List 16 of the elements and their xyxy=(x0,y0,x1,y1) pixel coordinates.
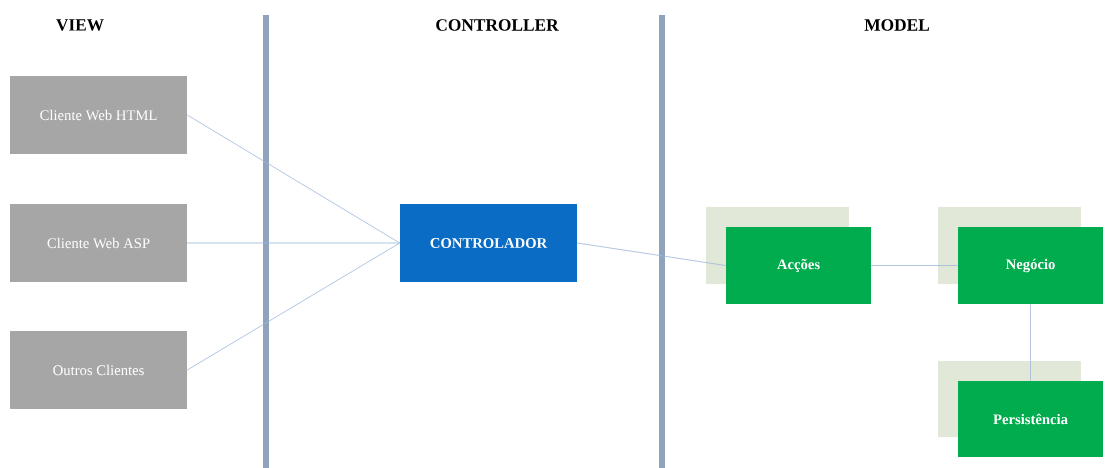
connector-line xyxy=(186,114,401,244)
client-box: Outros Clientes xyxy=(10,331,187,409)
connector-line xyxy=(1030,303,1031,382)
connector-line xyxy=(870,265,959,266)
section-heading: VIEW xyxy=(56,19,104,31)
component-box: Acções xyxy=(706,207,871,304)
connector-line xyxy=(186,242,401,371)
client-box: Cliente Web ASP xyxy=(10,204,187,282)
connector-line xyxy=(186,242,401,244)
controller-box: CONTROLADOR xyxy=(400,204,577,282)
connector-line xyxy=(576,242,727,266)
section-heading: CONTROLLER xyxy=(436,19,559,31)
component-box: Persistência xyxy=(938,361,1103,457)
section-heading: MODEL xyxy=(864,19,930,31)
client-box: Cliente Web HTML xyxy=(10,76,187,154)
component-box: Negócio xyxy=(938,207,1103,304)
